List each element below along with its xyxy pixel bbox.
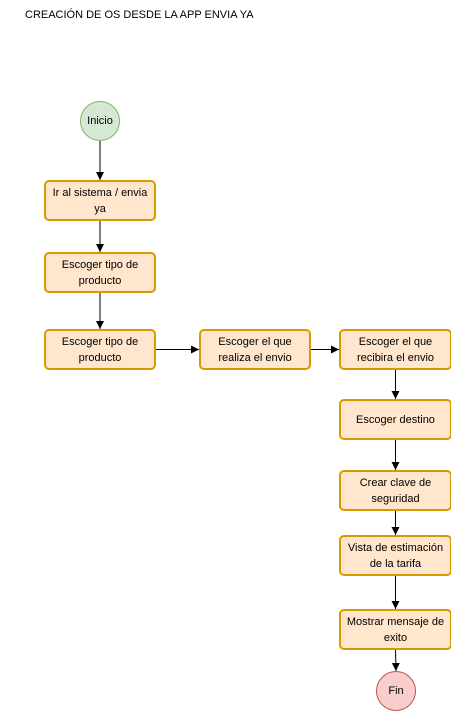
process-step-label: Vista de estimación de la tarifa [347, 541, 444, 570]
process-step-create-security-key: Crear clave de seguridad [339, 470, 451, 511]
process-step-label: Escoger destino [356, 413, 435, 426]
process-step-label: Escoger tipo de producto [61, 335, 139, 364]
process-step-label: Mostrar mensaje de exito [346, 615, 445, 644]
diagram-title: CREACIÓN DE OS DESDE LA APP ENVIA YA [25, 9, 254, 21]
process-step-label: Escoger tipo de producto [61, 258, 139, 287]
end-node: Fin [376, 671, 416, 711]
end-node-label: Fin [388, 685, 404, 697]
process-step-label: Crear clave de seguridad [359, 476, 432, 505]
connector-arrow-step9-to-end [391, 649, 400, 672]
process-step-choose-recipient: Escoger el que recibira el envio [339, 329, 451, 370]
process-step-choose-destination: Escoger destino [339, 399, 451, 440]
start-node-label: Inicio [87, 115, 113, 127]
process-step-show-success-message: Mostrar mensaje de exito [339, 609, 451, 650]
process-step-choose-product-type: Escoger tipo de producto [44, 252, 156, 293]
process-step-label: Escoger el que recibira el envio [356, 335, 435, 364]
start-node: Inicio [80, 101, 120, 141]
process-step-label: Ir al sistema / envia ya [52, 186, 148, 215]
process-step-rate-estimate-view: Vista de estimación de la tarifa [339, 535, 451, 576]
process-step-choose-sender: Escoger el que realiza el envio [199, 329, 311, 370]
process-step-go-to-system: Ir al sistema / envia ya [44, 180, 156, 221]
process-step-label: Escoger el que realiza el envio [218, 335, 292, 364]
process-step-choose-product-type-2: Escoger tipo de producto [44, 329, 156, 370]
